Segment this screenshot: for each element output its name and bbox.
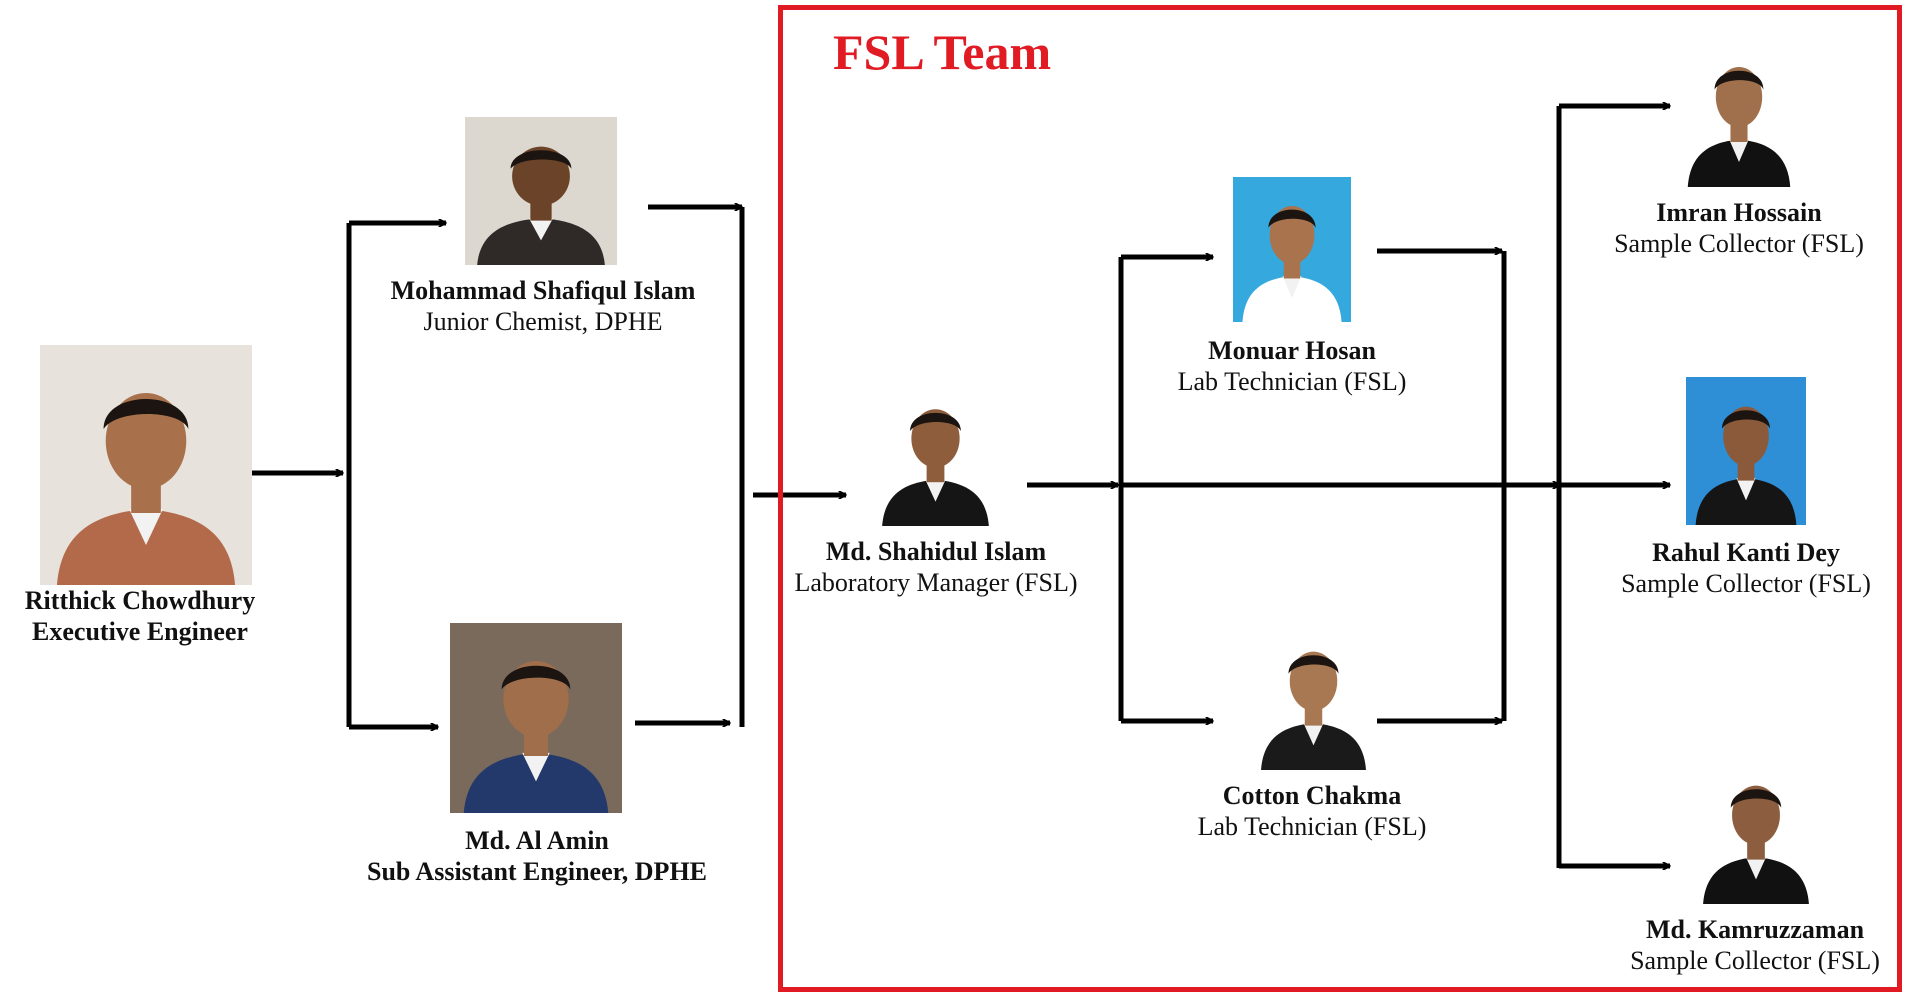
person-name: Cotton Chakma (1222, 781, 1402, 810)
person-role: Lab Technician (FSL) (1197, 812, 1427, 841)
person-role: Laboratory Manager (FSL) (794, 568, 1078, 597)
person-role: Sample Collector (FSL) (1630, 946, 1880, 975)
photo-shafiqul (465, 117, 617, 265)
person-role: Executive Engineer (32, 617, 248, 646)
photo-kamruzzaman (1693, 756, 1819, 904)
photo-alamin (450, 623, 622, 813)
person-name: Ritthick Chowdhury (24, 586, 256, 615)
person-role: Sub Assistant Engineer, DPHE (366, 857, 708, 886)
person-name: Imran Hossain (1656, 198, 1822, 227)
fsl-team-box (778, 5, 1902, 992)
person-role: Junior Chemist, DPHE (423, 307, 663, 336)
photo-shahidul (872, 380, 999, 526)
person-role: Sample Collector (FSL) (1621, 569, 1871, 598)
person-name: Monuar Hosan (1208, 336, 1376, 365)
person-name: Md. Kamruzzaman (1645, 915, 1865, 944)
person-name: Rahul Kanti Dey (1652, 538, 1840, 567)
photo-imran (1678, 37, 1800, 187)
photo-rahul (1686, 377, 1806, 525)
photo-ritthick (40, 345, 252, 585)
team-title: FSL Team (833, 24, 1052, 80)
person-name: Md. Shahidul Islam (825, 537, 1047, 566)
person-role: Sample Collector (FSL) (1614, 229, 1864, 258)
photo-cotton (1251, 622, 1376, 770)
photo-monuar (1233, 177, 1351, 322)
person-name: Mohammad Shafiqul Islam (390, 276, 696, 305)
person-role: Lab Technician (FSL) (1177, 367, 1407, 396)
person-name: Md. Al Amin (465, 826, 609, 855)
